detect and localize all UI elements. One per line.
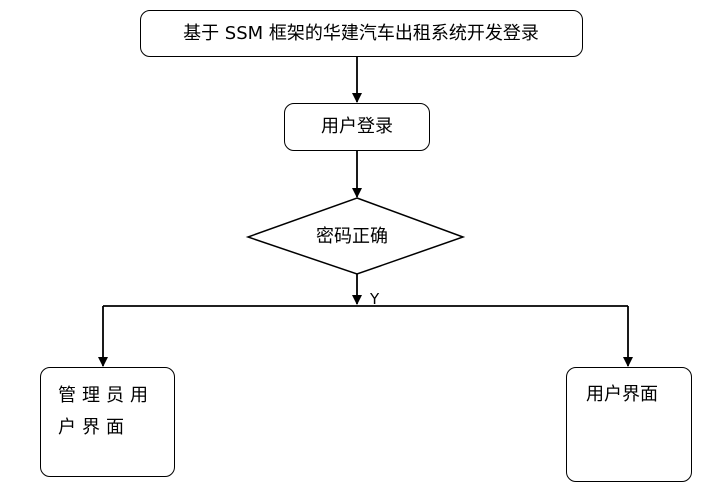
yes-label: Y [369, 290, 380, 308]
start-node-label: 基于 SSM 框架的华建汽车出租系统开发登录 [183, 23, 539, 44]
admin-node-label: 管理员用户界面 [58, 385, 154, 438]
decision-label: 密码正确 [316, 226, 388, 247]
user-node [566, 367, 692, 482]
start-node [140, 10, 583, 57]
user-node-label: 用户界面 [586, 384, 658, 405]
login-node [284, 103, 430, 151]
admin-node [40, 367, 175, 477]
login-node-label: 用户登录 [321, 116, 393, 137]
